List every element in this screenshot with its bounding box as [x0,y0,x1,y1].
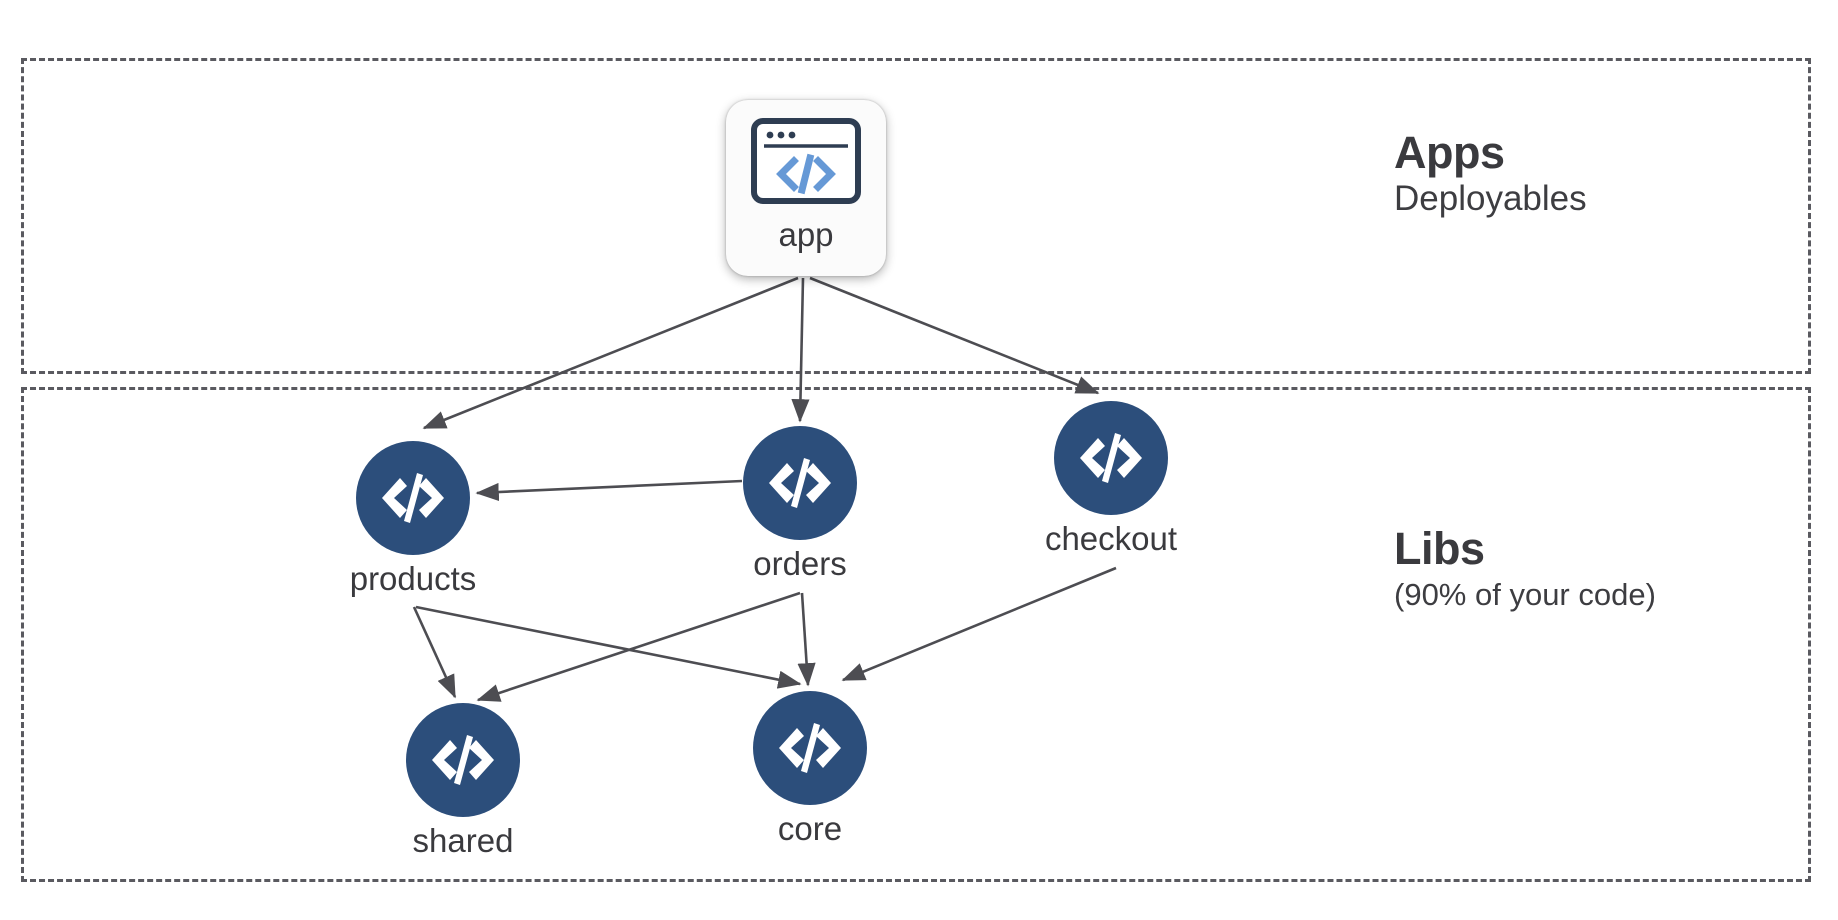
app-node-label: app [778,216,834,253]
lib-node-orders[interactable]: orders [743,426,857,582]
zone-libs-label: Libs (90% of your code) [1394,524,1656,616]
zone-libs-subtitle: (90% of your code) [1394,577,1656,612]
lib-node-checkout-label: checkout [1044,520,1178,557]
lib-node-checkout[interactable]: checkout [1045,401,1177,557]
zone-apps-title: Apps [1394,127,1505,178]
lib-circle-core [753,691,867,805]
code-icon [1072,419,1150,497]
zone-libs [21,387,1811,882]
lib-circle-checkout [1054,401,1168,515]
lib-node-products[interactable]: products [350,441,476,597]
zone-apps-label: Apps Deployables [1394,128,1587,220]
code-icon [374,459,452,537]
lib-node-shared-label: shared [412,822,514,859]
lib-circle-orders [743,426,857,540]
zone-apps-subtitle: Deployables [1394,179,1587,218]
lib-node-core-label: core [777,810,843,847]
app-node-app[interactable]: app [726,100,886,276]
code-icon [424,721,502,799]
lib-node-orders-label: orders [753,545,847,582]
lib-node-products-label: products [349,560,477,597]
lib-circle-products [356,441,470,555]
lib-node-core[interactable]: core [753,691,867,847]
browser-code-icon [750,117,862,205]
lib-node-shared[interactable]: shared [406,703,520,859]
code-icon [771,709,849,787]
zone-libs-title: Libs [1394,523,1485,574]
code-icon [761,444,839,522]
lib-circle-shared [406,703,520,817]
